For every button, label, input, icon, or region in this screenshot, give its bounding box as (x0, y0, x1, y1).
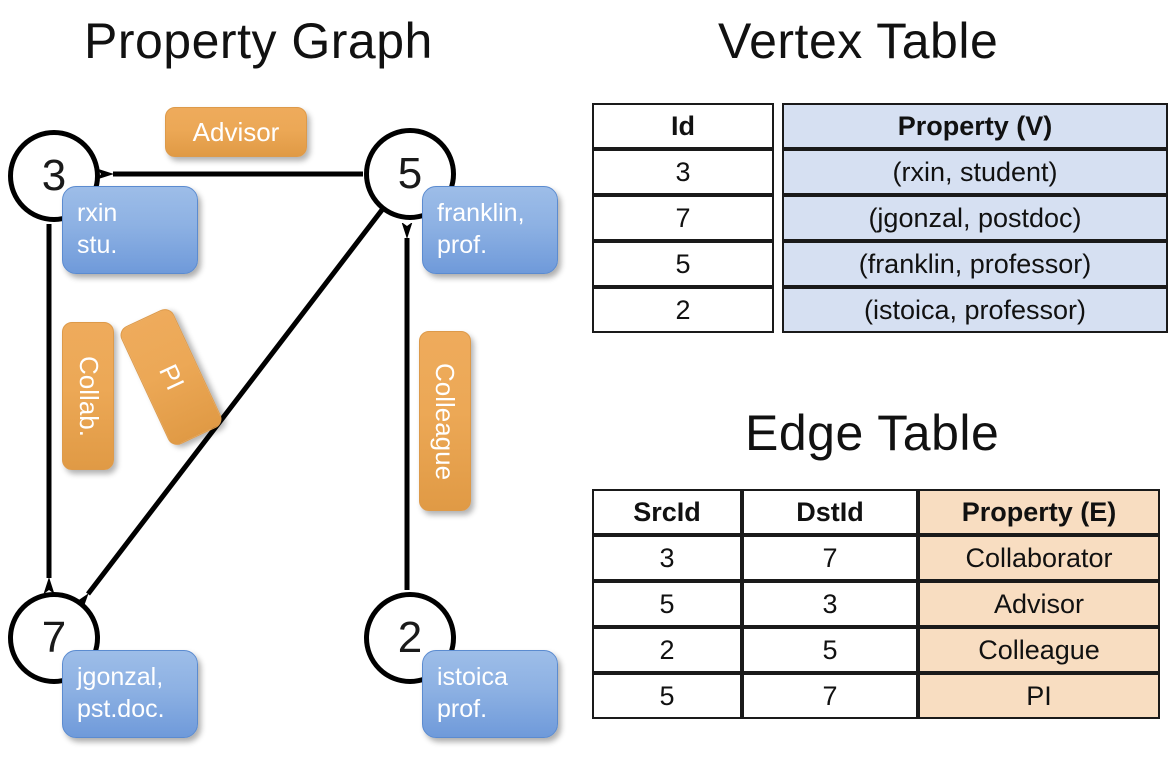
table-row: 5 3 Advisor (592, 581, 1160, 627)
vertex-table-header-property: Property (V) (782, 103, 1168, 149)
graph-node-2[interactable]: 2 (364, 592, 456, 684)
table-row: 5 (franklin, professor) (592, 241, 1168, 287)
table-row: 3 (rxin, student) (592, 149, 1168, 195)
vertex-table-column-gap (774, 195, 782, 241)
graph-node-2-label: 2 (397, 613, 423, 662)
edge-cell-property: Colleague (918, 627, 1160, 673)
vertex-cell-id: 7 (592, 195, 774, 241)
edge-label-advisor: Advisor (165, 107, 307, 157)
vertex-cell-id: 3 (592, 149, 774, 195)
vertex-cell-property: (franklin, professor) (782, 241, 1168, 287)
edge-label-colleague: Colleague (419, 331, 471, 511)
edge-cell-dstid: 5 (742, 627, 918, 673)
edge-line-5-to-7 (88, 204, 387, 594)
edge-cell-srcid: 3 (592, 535, 742, 581)
edge-table-header-dstid: DstId (742, 489, 918, 535)
edge-cell-srcid: 5 (592, 673, 742, 719)
table-row: 5 7 PI (592, 673, 1160, 719)
edge-cell-property: PI (918, 673, 1160, 719)
edge-table-header-property: Property (E) (918, 489, 1160, 535)
vertex-table-header-id: Id (592, 103, 774, 149)
vertex-cell-property: (jgonzal, postdoc) (782, 195, 1168, 241)
edge-cell-dstid: 3 (742, 581, 918, 627)
page-title-edge-table: Edge Table (745, 405, 1000, 461)
node-property-box-jgonzal: jgonzal, pst.doc. (62, 650, 198, 738)
edge-cell-dstid: 7 (742, 535, 918, 581)
vertex-table-column-gap (774, 287, 782, 333)
edge-label-collab-text: Collab. (73, 355, 104, 437)
edge-label-advisor-text: Advisor (192, 116, 280, 147)
page-title-vertex-table: Vertex Table (718, 13, 999, 69)
graph-node-5[interactable]: 5 (364, 128, 456, 220)
edge-cell-srcid: 2 (592, 627, 742, 673)
graph-node-5-label: 5 (397, 149, 423, 198)
vertex-table-header-row: Id Property (V) (592, 103, 1168, 149)
page-title-property-graph: Property Graph (84, 13, 433, 69)
graph-edges-svg (0, 0, 585, 760)
graph-node-3-label: 3 (41, 151, 67, 200)
edge-table-header-srcid: SrcId (592, 489, 742, 535)
node-property-box-franklin: franklin, prof. (422, 186, 558, 274)
table-row: 2 5 Colleague (592, 627, 1160, 673)
vertex-cell-id: 2 (592, 287, 774, 333)
table-row: 3 7 Collaborator (592, 535, 1160, 581)
vertex-table-column-gap (774, 149, 782, 195)
edge-label-colleague-text: Colleague (430, 362, 461, 480)
edge-cell-property: Collaborator (918, 535, 1160, 581)
edge-table: SrcId DstId Property (E) 3 7 Collaborato… (592, 489, 1160, 719)
edge-table-header-row: SrcId DstId Property (E) (592, 489, 1160, 535)
table-row: 2 (istoica, professor) (592, 287, 1168, 333)
vertex-table-column-gap (774, 241, 782, 287)
edge-cell-dstid: 7 (742, 673, 918, 719)
edge-cell-srcid: 5 (592, 581, 742, 627)
table-row: 7 (jgonzal, postdoc) (592, 195, 1168, 241)
edge-label-pi-text: PI (152, 359, 191, 395)
edge-cell-property: Advisor (918, 581, 1160, 627)
node-property-box-rxin: rxin stu. (62, 186, 198, 274)
vertex-cell-property: (istoica, professor) (782, 287, 1168, 333)
vertex-table: Id Property (V) 3 (rxin, student) 7 (jgo… (592, 103, 1168, 333)
vertex-table-column-gap (774, 103, 782, 149)
property-graph-panel: Property Graph Advisor Collab. PI Collea… (0, 0, 585, 760)
graph-node-7-label: 7 (41, 613, 67, 662)
vertex-cell-id: 5 (592, 241, 774, 287)
node-property-box-istoica: istoica prof. (422, 650, 558, 738)
vertex-cell-property: (rxin, student) (782, 149, 1168, 195)
edge-label-collab: Collab. (62, 322, 114, 470)
